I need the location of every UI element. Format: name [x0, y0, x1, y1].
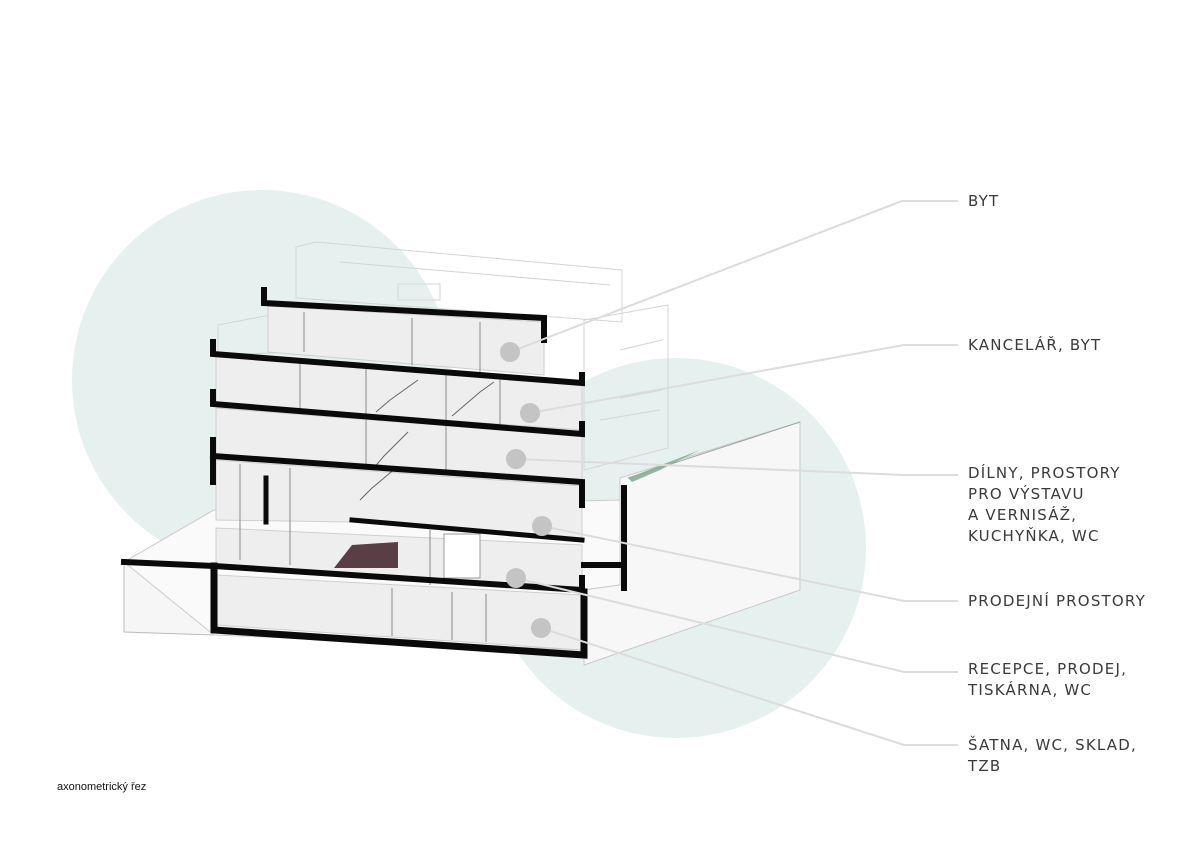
stairs — [334, 379, 495, 579]
roof-skylight — [397, 283, 441, 301]
sculpture-block — [443, 533, 481, 579]
basement-walls — [210, 562, 588, 659]
leader-satna — [540, 627, 958, 746]
slab-3 — [210, 389, 585, 438]
marker-satna — [531, 618, 551, 638]
label-line: ŠATNA, WC, SKLAD, — [968, 736, 1137, 754]
markers — [500, 342, 552, 638]
label-line: BYT — [968, 192, 1000, 210]
label-line: TZB — [968, 757, 1002, 775]
marker-prodejni — [532, 516, 552, 536]
leader-kancelar — [529, 344, 958, 414]
slab-2 — [209, 437, 585, 508]
slab-ground — [120, 558, 585, 594]
partitions — [239, 312, 501, 642]
right-facade — [583, 304, 669, 471]
marker-dilny — [506, 449, 526, 469]
slab-4 — [210, 339, 585, 387]
stair-lower — [334, 542, 398, 568]
label-line: RECEPCE, PRODEJ, — [968, 660, 1128, 678]
marker-byt — [500, 342, 520, 362]
caption: axonometrický řez — [57, 781, 147, 793]
mezzanine-slab — [349, 517, 585, 543]
label-line: KANCELÁŘ, BYT — [968, 336, 1102, 354]
label-satna: ŠATNA, WC, SKLAD, TZB — [968, 735, 1137, 777]
building-outline — [217, 241, 669, 471]
label-line: KUCHYŇKA, WC — [968, 527, 1100, 545]
marker-recepce — [506, 568, 526, 588]
label-dilny: DÍLNY, PROSTORY PRO VÝSTAVU A VERNISÁŽ, … — [968, 463, 1121, 547]
leader-dilny — [515, 458, 958, 476]
stair-upper — [359, 379, 495, 501]
label-line: A VERNISÁŽ, — [968, 506, 1078, 524]
section-cuts — [120, 287, 627, 659]
label-recepce: RECEPCE, PRODEJ, TISKÁRNA, WC — [968, 659, 1127, 701]
label-line: PRO VÝSTAVU — [968, 485, 1085, 503]
roof-slab — [261, 287, 547, 343]
leader-byt — [509, 200, 958, 353]
label-line: DÍLNY, PROSTORY — [968, 464, 1121, 482]
roof-volume — [295, 241, 623, 323]
leader-lines — [509, 200, 958, 746]
label-prodejni-prostory: PRODEJNÍ PROSTORY — [968, 591, 1146, 612]
marker-kancelar — [520, 403, 540, 423]
slope-edge — [627, 421, 801, 479]
leader-prodejni — [541, 525, 958, 602]
leader-recepce — [515, 577, 958, 673]
label-kancelar-byt: KANCELÁŘ, BYT — [968, 335, 1101, 356]
label-line: TISKÁRNA, WC — [968, 681, 1093, 699]
right-wall-cut — [581, 485, 627, 591]
label-line: PRODEJNÍ PROSTORY — [968, 592, 1146, 610]
label-byt: BYT — [968, 191, 999, 212]
